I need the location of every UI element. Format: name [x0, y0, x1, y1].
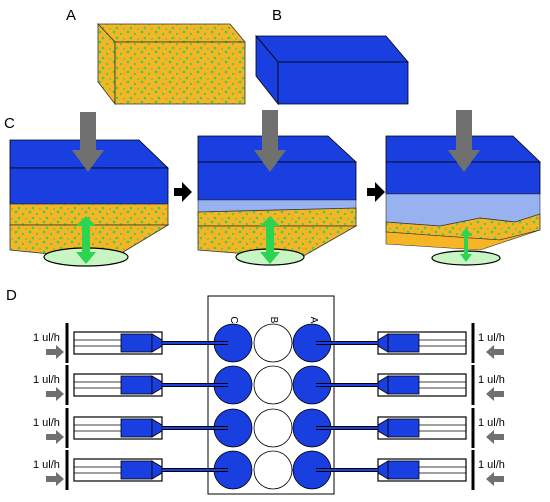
flow-rate-label: 1 ul/h — [33, 332, 60, 344]
transition-arrow-2 — [367, 182, 385, 202]
syringe-fluid — [120, 333, 153, 353]
syringe-tip — [151, 460, 163, 480]
flow-rate-label: 1 ul/h — [478, 332, 505, 344]
syringe-fluid — [387, 333, 420, 353]
column-label-b: B — [268, 317, 279, 324]
syringe-tip — [377, 375, 389, 395]
flow-arrow — [486, 387, 504, 401]
syringe-fluid — [120, 460, 153, 480]
panel-label-d: D — [6, 287, 17, 304]
well — [253, 450, 293, 490]
syringe-tip — [151, 418, 163, 438]
syringe-fluid — [120, 418, 153, 438]
flow-rate-label: 1 ul/h — [33, 374, 60, 386]
flow-arrow — [46, 387, 64, 401]
syringe-fluid — [387, 460, 420, 480]
press-arrow-shaft — [80, 112, 96, 150]
syringe-tip — [377, 460, 389, 480]
panel-label-c: C — [4, 115, 15, 132]
stage-1 — [9, 112, 170, 267]
flow-arrow — [46, 430, 64, 444]
syringe-fluid — [120, 375, 153, 395]
flow-rate-label: 1 ul/h — [478, 417, 505, 429]
flow-rate-label: 1 ul/h — [478, 374, 505, 386]
flow-arrow — [486, 345, 504, 359]
wells — [213, 323, 332, 490]
transition-arrow-1 — [174, 182, 192, 202]
flow-arrow-shaft — [82, 222, 90, 258]
flow-arrow — [486, 430, 504, 444]
stage-3 — [385, 110, 541, 266]
well — [253, 408, 293, 448]
press-arrow-head — [72, 150, 104, 172]
syringe-tip — [151, 375, 163, 395]
blue-block-b — [255, 34, 409, 106]
flow-rate-label: 1 ul/h — [478, 459, 505, 471]
flow-arrow — [46, 345, 64, 359]
panel-label-a: A — [66, 7, 76, 24]
flow-rate-label: 1 ul/h — [33, 459, 60, 471]
panel-label-b: B — [272, 7, 282, 24]
flow-arrow — [46, 472, 64, 486]
syringe-pumps: 1 ul/h 1 ul/h 1 ul/h 1 ul/h 1 ul/h 1 ul/h 1 ul… — [33, 323, 505, 490]
well — [253, 365, 293, 405]
syringe-fluid — [387, 418, 420, 438]
column-label-a: A — [308, 317, 319, 324]
gel-block-a — [97, 22, 246, 106]
stage-2 — [197, 110, 358, 266]
syringe-tip — [377, 333, 389, 353]
syringe-fluid — [387, 375, 420, 395]
syringe-tip — [151, 333, 163, 353]
flow-rate-label: 1 ul/h — [33, 417, 60, 429]
column-label-c: C — [228, 316, 239, 323]
syringe-tip — [377, 418, 389, 438]
well — [253, 323, 293, 363]
flow-arrow — [486, 472, 504, 486]
